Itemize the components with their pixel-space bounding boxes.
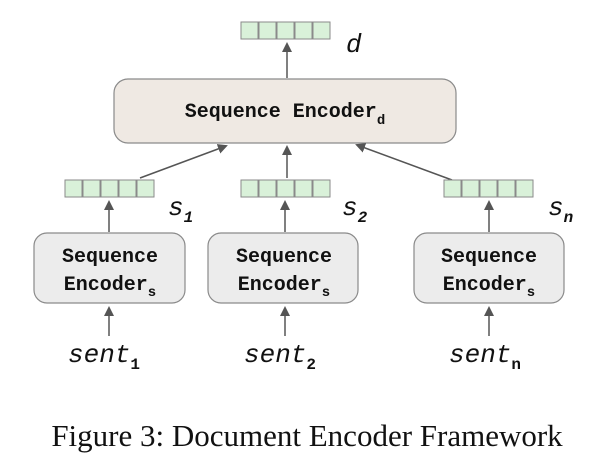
sentence-vector-1 bbox=[64, 179, 155, 198]
sentence-encoder-box-n bbox=[413, 232, 565, 304]
arrow-s1-to-doc-encoder bbox=[139, 144, 228, 179]
document-encoder-diagram: d Sequence Encoderd bbox=[33, 21, 573, 374]
sentence-encoder-n-line2: Encoders bbox=[443, 274, 535, 301]
doc-encoder-label: Sequence Encoderd bbox=[185, 101, 385, 129]
sentence-encoder-n-line1: Sequence bbox=[441, 246, 537, 269]
sentence-encoder-2-line2: Encoders bbox=[238, 274, 330, 301]
doc-encoder-box bbox=[113, 78, 457, 144]
arrow-sn-to-doc-encoder bbox=[355, 143, 453, 181]
input-sentence-n: sentn bbox=[449, 340, 521, 374]
sentence-encoder-box-2 bbox=[207, 232, 359, 304]
input-sentence-1: sent1 bbox=[68, 340, 140, 374]
sentence-encoder-box-1 bbox=[33, 232, 186, 304]
sentence-vector-label-n: sn bbox=[548, 193, 573, 227]
sentence-encoder-1-line1: Sequence bbox=[62, 246, 158, 269]
sentence-encoder-1-line2: Encoders bbox=[64, 274, 156, 301]
doc-vector-label: d bbox=[346, 30, 362, 60]
sentence-vector-label-2: s2 bbox=[342, 193, 368, 227]
sentence-vector-n bbox=[443, 179, 534, 198]
sentence-vector-2 bbox=[240, 179, 331, 198]
doc-vector bbox=[240, 21, 331, 40]
sentence-vector-label-1: s1 bbox=[168, 193, 193, 227]
input-sentence-2: sent2 bbox=[244, 340, 316, 374]
figure-caption: Figure 3: Document Encoder Framework bbox=[51, 418, 563, 453]
sentence-encoder-2-line1: Sequence bbox=[236, 246, 332, 269]
